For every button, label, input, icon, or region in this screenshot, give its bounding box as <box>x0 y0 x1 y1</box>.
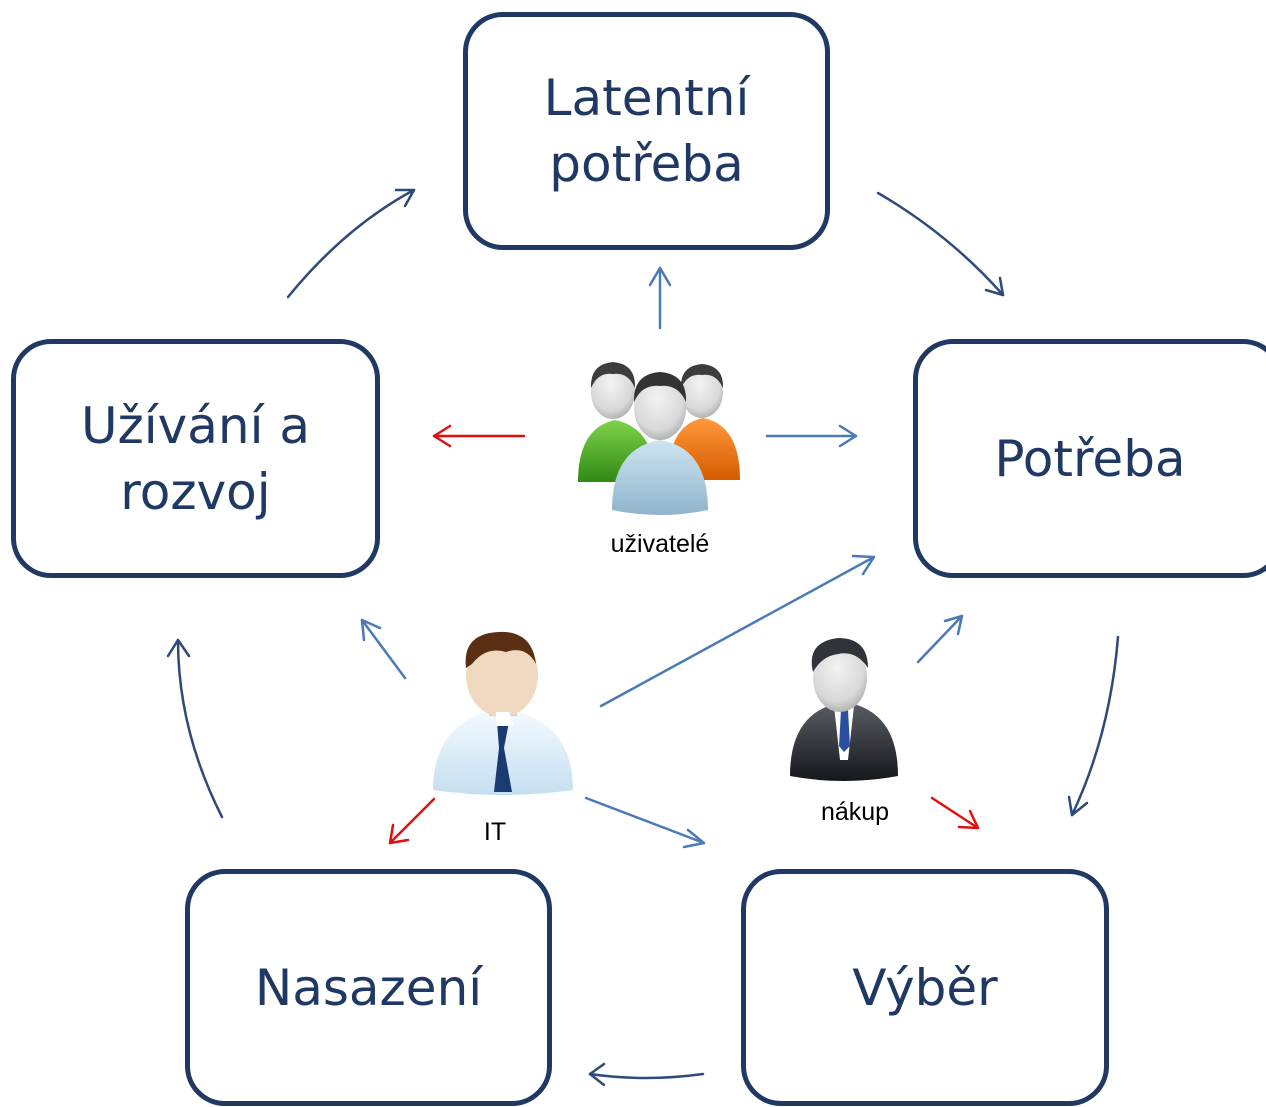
it-arrow-to-usage <box>360 618 407 680</box>
users-arrow-to-usage <box>432 424 526 448</box>
purchasing-arrow-to-selection <box>930 796 980 830</box>
stage-label-selection: Výběr <box>852 958 998 1017</box>
stage-box-need: Potřeba <box>913 339 1266 578</box>
stage-label-need: Potřeba <box>994 429 1186 488</box>
cycle-arrow-deployment-to-usage <box>166 638 224 819</box>
cycle-arrow-need-to-selection <box>1067 635 1120 817</box>
stage-box-selection: Výběr <box>741 869 1109 1106</box>
cycle-arrow-selection-to-deployment <box>588 1062 705 1087</box>
users-arrow-to-latent <box>648 266 672 330</box>
actor-label-purchasing: nákup <box>820 798 890 826</box>
cycle-arrow-usage-to-latent <box>286 188 416 299</box>
stage-label-latent-need: Latentní potřeba <box>543 69 750 193</box>
stage-box-usage: Užívání a rozvoj <box>11 339 380 578</box>
it-arrow-to-selection <box>584 796 706 849</box>
stage-label-deployment: Nasazení <box>254 958 483 1017</box>
actor-label-it: IT <box>483 818 507 846</box>
users-arrow-to-need <box>765 424 858 448</box>
purchasing-arrow-to-need <box>916 614 964 664</box>
stage-label-usage: Užívání a rozvoj <box>80 396 311 521</box>
stage-box-latent-need: Latentní potřeba <box>463 12 830 250</box>
it-arrow-to-deployment <box>388 797 436 845</box>
stage-box-deployment: Nasazení <box>185 869 552 1106</box>
it-arrow-to-need <box>599 554 876 708</box>
actor-label-users: uživatelé <box>610 530 710 558</box>
cycle-arrow-latent-to-need <box>876 191 1005 297</box>
